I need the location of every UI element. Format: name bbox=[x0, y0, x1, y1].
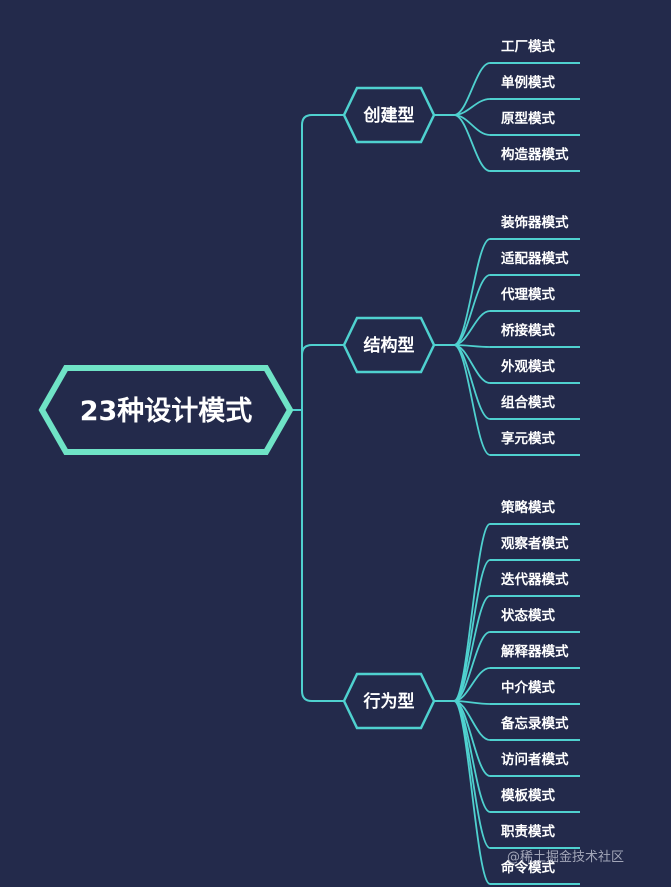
category-label-structural: 结构型 bbox=[364, 335, 415, 356]
branch-structural bbox=[301, 344, 344, 410]
category-node-structural bbox=[342, 316, 436, 374]
leaf-connector bbox=[453, 700, 491, 885]
leaf-label: 迭代器模式 bbox=[501, 571, 569, 588]
leaf-label: 备忘录模式 bbox=[500, 715, 569, 732]
leaf-label: 适配器模式 bbox=[501, 250, 569, 267]
watermark-text: @稀土掘金技术社区 bbox=[507, 849, 624, 865]
branch-creational bbox=[301, 114, 344, 410]
leaf-label: 职责模式 bbox=[501, 823, 555, 840]
leaf-connector bbox=[453, 523, 491, 702]
leaf-label: 策略模式 bbox=[501, 499, 555, 516]
leaf-connector bbox=[453, 114, 491, 172]
leaf-label: 装饰器模式 bbox=[500, 214, 569, 231]
leaf-label: 状态模式 bbox=[501, 607, 555, 624]
leaf-label: 外观模式 bbox=[501, 358, 555, 375]
leaf-label: 代理模式 bbox=[500, 286, 555, 303]
leaf-connector bbox=[453, 700, 491, 849]
leaf-label: 组合模式 bbox=[501, 394, 555, 411]
leaf-connector bbox=[453, 238, 491, 346]
root-label: 23种设计模式 bbox=[80, 396, 253, 427]
leaf-label: 享元模式 bbox=[501, 430, 555, 447]
leaf-label: 原型模式 bbox=[501, 110, 555, 127]
leaf-label: 中介模式 bbox=[501, 679, 555, 696]
leaf-connector bbox=[453, 62, 491, 116]
leaf-connector bbox=[453, 667, 491, 702]
category-node-creational bbox=[342, 86, 436, 144]
connector-lines bbox=[290, 62, 580, 885]
leaf-label: 工厂模式 bbox=[501, 38, 555, 55]
leaf-connector bbox=[453, 595, 491, 702]
category-label-creational: 创建型 bbox=[363, 105, 415, 126]
leaf-label: 观察者模式 bbox=[501, 535, 569, 552]
leaf-label: 命令模式 bbox=[500, 859, 555, 876]
leaf-connector bbox=[453, 559, 491, 702]
leaf-connector bbox=[453, 344, 491, 456]
category-label-behavioral: 行为型 bbox=[363, 691, 415, 712]
leaf-connector bbox=[453, 274, 491, 346]
leaf-label: 模板模式 bbox=[501, 787, 555, 804]
root-node bbox=[38, 365, 294, 455]
leaf-label: 桥接模式 bbox=[501, 322, 555, 339]
leaf-label: 构造器模式 bbox=[501, 146, 569, 163]
leaf-label: 访问者模式 bbox=[501, 751, 569, 768]
leaf-connector bbox=[453, 310, 491, 346]
category-node-behavioral bbox=[342, 672, 436, 730]
leaf-label: 单例模式 bbox=[501, 74, 555, 91]
leaf-label: 解释器模式 bbox=[501, 643, 569, 660]
branch-behavioral bbox=[301, 410, 344, 702]
